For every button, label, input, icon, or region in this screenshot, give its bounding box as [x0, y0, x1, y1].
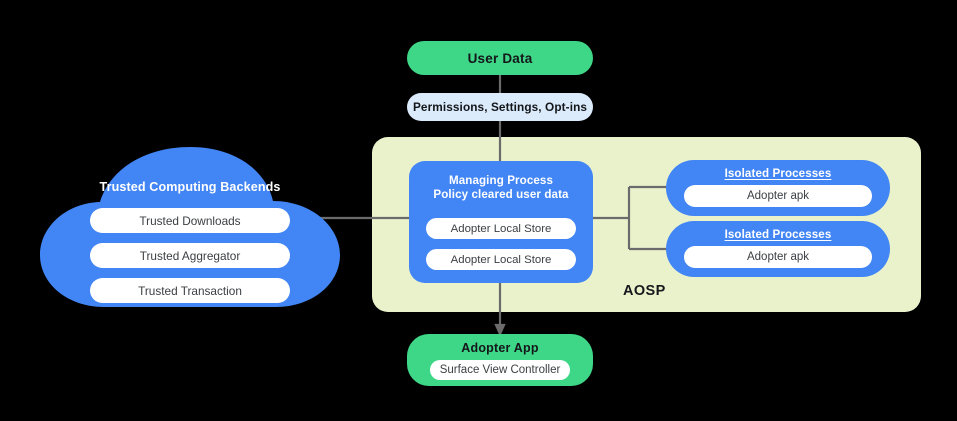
managing-process-title: Managing Process Policy cleared user dat… — [433, 174, 568, 202]
managing-process-card[interactable]: Managing Process Policy cleared user dat… — [409, 161, 593, 283]
isolated-processes-title-1: Isolated Processes — [724, 167, 832, 180]
managing-process-title-line1: Managing Process — [448, 174, 554, 187]
isolated-processes-card-2[interactable]: Isolated Processes Adopter apk — [666, 221, 890, 277]
cloud-title: Trusted Computing Backends — [99, 180, 281, 194]
permissions-settings-optins-pill[interactable]: Permissions, Settings, Opt-ins — [407, 93, 593, 121]
trusted-aggregator-pill[interactable]: Trusted Aggregator — [90, 243, 290, 268]
isolated-processes-title-2: Isolated Processes — [724, 228, 832, 241]
adopter-app-title: Adopter App — [461, 341, 539, 355]
adopter-app-card[interactable]: Adopter App Surface View Controller — [407, 334, 593, 386]
adopter-apk-pill-1[interactable]: Adopter apk — [684, 185, 872, 207]
adopter-local-store-pill-1[interactable]: Adopter Local Store — [426, 218, 576, 239]
adopter-apk-pill-2[interactable]: Adopter apk — [684, 246, 872, 268]
surface-view-controller-pill[interactable]: Surface View Controller — [430, 360, 570, 380]
trusted-transaction-pill[interactable]: Trusted Transaction — [90, 278, 290, 303]
trusted-computing-backends-cloud[interactable]: Trusted Computing Backends Trusted Downl… — [40, 147, 340, 307]
user-data-pill[interactable]: User Data — [407, 41, 593, 75]
aosp-label: AOSP — [623, 283, 666, 299]
isolated-processes-card-1[interactable]: Isolated Processes Adopter apk — [666, 160, 890, 216]
managing-process-title-line2: Policy cleared user data — [433, 188, 569, 201]
adopter-local-store-pill-2[interactable]: Adopter Local Store — [426, 249, 576, 270]
trusted-downloads-pill[interactable]: Trusted Downloads — [90, 208, 290, 233]
